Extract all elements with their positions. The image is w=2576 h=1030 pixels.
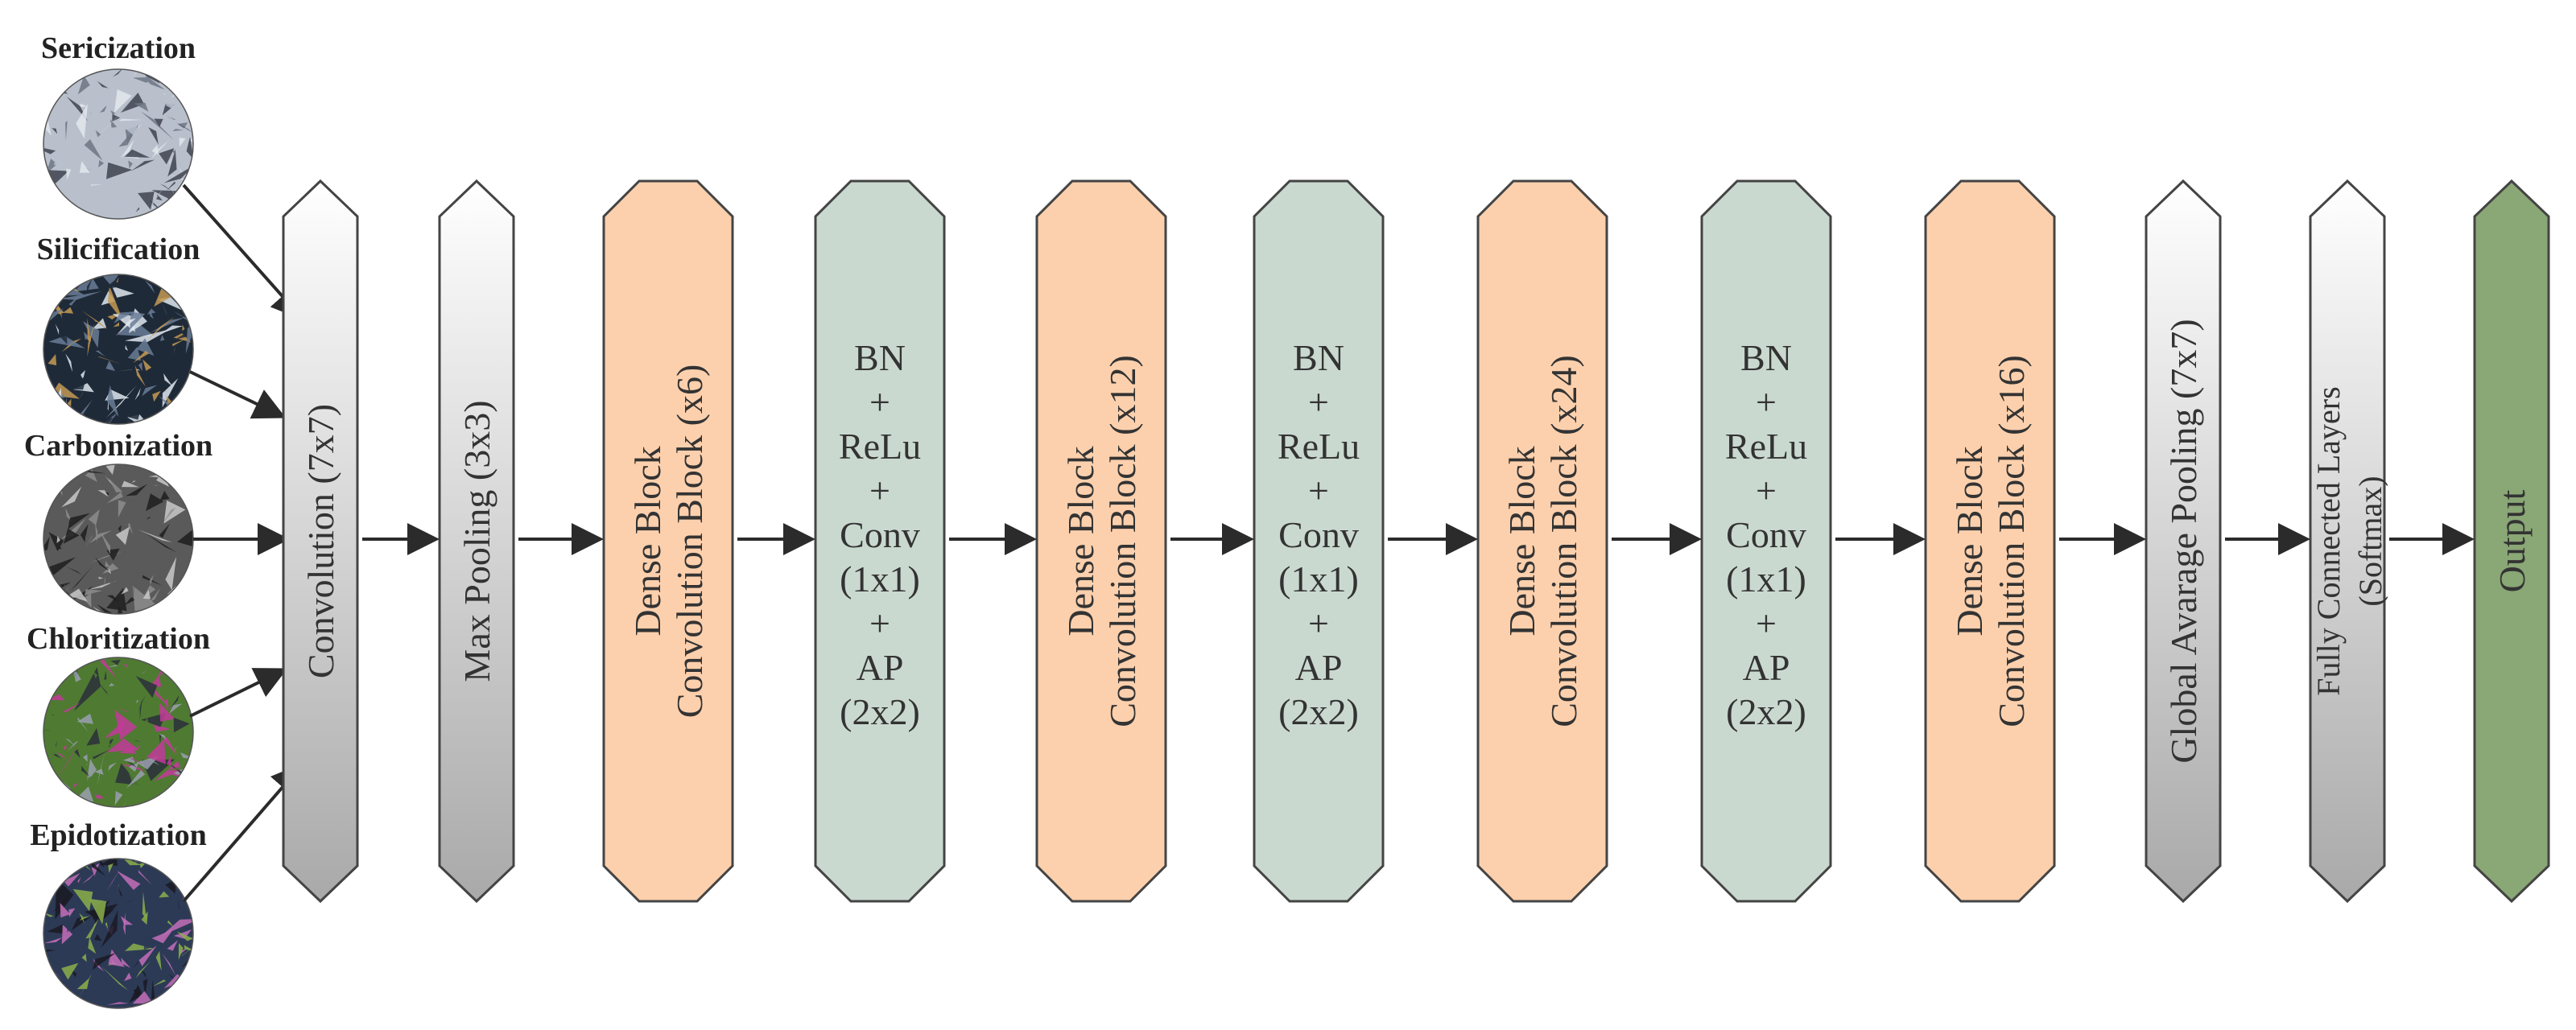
block-label: + — [1756, 470, 1777, 511]
block-shape — [2145, 179, 2222, 904]
block-label: BN — [1740, 337, 1792, 378]
block-label: (Softmax) — [2352, 476, 2388, 606]
block-label: + — [1308, 381, 1329, 422]
input-label: Epidotization — [30, 818, 207, 852]
input-label: Carbonization — [24, 429, 213, 463]
block-label: AP — [857, 647, 904, 688]
block-label: Convolution (7x7) — [300, 404, 341, 678]
block-shape — [1924, 179, 2056, 903]
block-label: Convolution Block (x16) — [1991, 355, 2032, 727]
block-label: Fully Connected Layers — [2310, 386, 2347, 695]
block-transition-2: BN+ReLu+Conv(1x1)+AP(2x2) — [1253, 179, 1385, 903]
input-arrow — [182, 762, 304, 903]
block-shape — [2473, 179, 2550, 904]
block-label: Convolution Block (x24) — [1543, 355, 1584, 727]
input-silicification: Silicification — [37, 233, 200, 425]
input-label: Sericization — [41, 31, 196, 65]
block-label: AP — [1743, 647, 1790, 688]
block-label: (2x2) — [1278, 691, 1359, 732]
input-images: SericizationSilicificationCarbonizationC… — [24, 31, 213, 1009]
input-label: Silicification — [37, 233, 200, 266]
block-shape — [282, 179, 359, 904]
block-label: BN — [1293, 337, 1344, 378]
input-label: Chloritization — [27, 622, 210, 656]
block-global-pooling: Global Avarage Pooling (7x7) — [2145, 179, 2222, 904]
block-label: ReLu — [1725, 426, 1807, 467]
block-shape — [2309, 179, 2386, 904]
input-arrow — [189, 668, 288, 718]
block-label: Conv — [840, 514, 920, 555]
block-label: (1x1) — [1726, 558, 1806, 599]
block-label: + — [869, 381, 890, 422]
block-shape — [814, 179, 946, 903]
input-sericization: Sericization — [41, 31, 196, 220]
block-label: (1x1) — [840, 558, 920, 599]
block-label: Conv — [1726, 514, 1806, 555]
block-label: Conv — [1278, 514, 1359, 555]
block-shape — [1476, 179, 1608, 903]
thin-section-image — [43, 657, 193, 807]
block-shape — [602, 179, 734, 903]
block-transition-3: BN+ReLu+Conv(1x1)+AP(2x2) — [1700, 179, 1832, 903]
block-label: + — [1308, 470, 1329, 511]
block-label: Convolution Block (x6) — [669, 365, 710, 719]
block-label: Dense Block — [1949, 446, 1990, 636]
block-label: (1x1) — [1278, 558, 1359, 599]
thin-section-image — [43, 69, 193, 219]
block-transition-1: BN+ReLu+Conv(1x1)+AP(2x2) — [814, 179, 946, 903]
block-max-pooling: Max Pooling (3x3) — [438, 179, 515, 904]
block-label: + — [1756, 603, 1777, 644]
block-label: ReLu — [1278, 426, 1360, 467]
block-label: + — [1756, 381, 1777, 422]
block-shape — [1035, 179, 1167, 903]
block-label: Convolution Block (x12) — [1102, 355, 1143, 727]
input-carbonization: Carbonization — [24, 429, 213, 615]
block-label: + — [869, 470, 890, 511]
block-shape — [438, 179, 515, 904]
thin-section-image — [43, 859, 193, 1008]
block-output: Output — [2473, 179, 2550, 904]
input-arrows — [182, 183, 304, 903]
block-fully-connected: Fully Connected Layers(Softmax) — [2309, 179, 2388, 904]
block-label: (2x2) — [1726, 691, 1806, 732]
input-arrow — [189, 370, 287, 419]
input-arrow — [182, 183, 304, 320]
block-label: Dense Block — [1501, 446, 1542, 636]
block-label: Output — [2491, 489, 2533, 592]
block-label: BN — [854, 337, 906, 378]
input-chloritization: Chloritization — [27, 622, 210, 808]
block-label: (2x2) — [840, 691, 920, 732]
block-label: + — [869, 603, 890, 644]
input-epidotization: Epidotization — [30, 818, 207, 1009]
block-label: AP — [1295, 647, 1343, 688]
block-shape — [1253, 179, 1385, 903]
thin-section-image — [43, 274, 193, 424]
block-label: Dense Block — [627, 446, 668, 636]
block-label: + — [1308, 603, 1329, 644]
thin-section-image — [43, 464, 193, 614]
block-label: Max Pooling (3x3) — [456, 400, 497, 682]
block-convolution: Convolution (7x7) — [282, 179, 359, 904]
block-label: Dense Block — [1060, 446, 1101, 636]
block-label: ReLu — [839, 426, 921, 467]
block-shape — [1700, 179, 1832, 903]
block-label: Global Avarage Pooling (7x7) — [2163, 319, 2204, 763]
network-blocks: Convolution (7x7) Max Pooling (3x3) Dense … — [282, 179, 2550, 904]
